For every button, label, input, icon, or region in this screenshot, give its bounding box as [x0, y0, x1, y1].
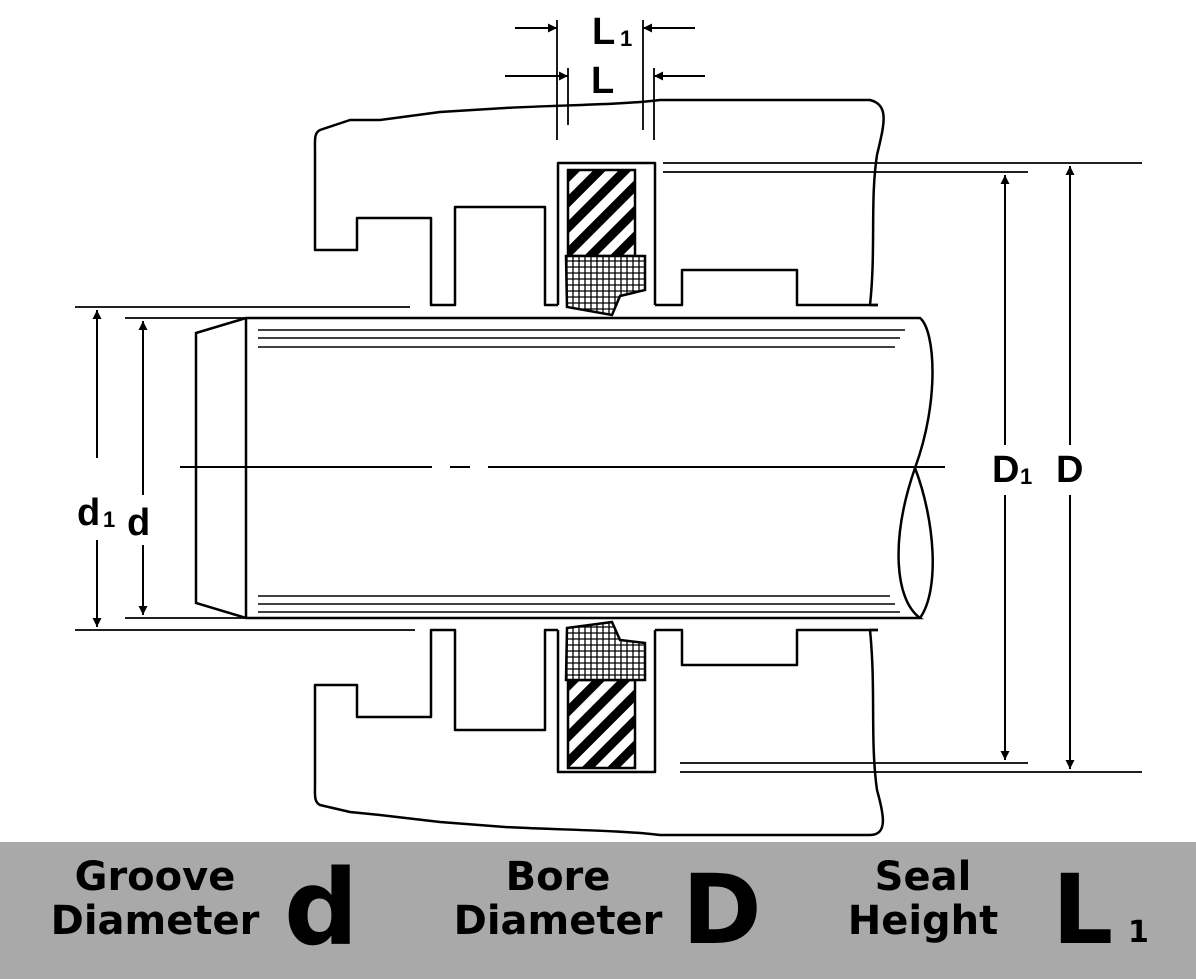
shaft-break-line	[913, 467, 934, 619]
gland-step-upper	[655, 268, 878, 307]
groove-lower	[556, 630, 657, 774]
legend-seal-symbol: L	[1052, 854, 1114, 966]
housing-upper-outline	[313, 98, 885, 307]
legend-groove-line2: Diameter	[50, 898, 260, 944]
label-D1: D	[992, 449, 1019, 491]
seal-lip-upper	[564, 254, 647, 317]
seal-energizer-upper	[566, 168, 637, 258]
gland-step-lower	[655, 628, 878, 667]
legend-seal-height: Seal Height L 1	[800, 842, 1196, 979]
seal-energizer-lower	[566, 678, 637, 770]
legend-groove-diameter: Groove Diameter d	[0, 842, 400, 979]
legend-bore-diameter: Bore Diameter D	[400, 842, 800, 979]
label-d1: d	[77, 492, 100, 534]
legend-groove-line1: Groove	[74, 854, 236, 900]
label-L1: L	[592, 11, 615, 53]
legend-seal-line2: Height	[847, 898, 999, 944]
legend-bar: Groove Diameter d Bore Diameter D Seal H…	[0, 842, 1196, 979]
legend-seal-line1: Seal	[874, 854, 972, 900]
label-d: d	[127, 502, 150, 544]
legend-seal-symbol-subscript: 1	[1128, 915, 1149, 950]
label-d1-subscript: 1	[103, 507, 115, 532]
seal-groove-cross-section-diagram: L 1 L d 1 d D 1 D	[75, 11, 1142, 837]
groove-upper	[556, 161, 657, 305]
legend-bore-symbol: D	[682, 854, 762, 966]
label-D1-subscript: 1	[1020, 464, 1032, 489]
legend-bore-line2: Diameter	[453, 898, 663, 944]
seal-lip-lower	[564, 620, 647, 682]
legend-groove-symbol: d	[284, 847, 359, 969]
label-L1-subscript: 1	[620, 26, 632, 51]
housing-lower-outline	[313, 628, 885, 837]
label-D: D	[1056, 449, 1083, 491]
legend-bore-line1: Bore	[505, 854, 611, 900]
label-L: L	[591, 60, 614, 102]
